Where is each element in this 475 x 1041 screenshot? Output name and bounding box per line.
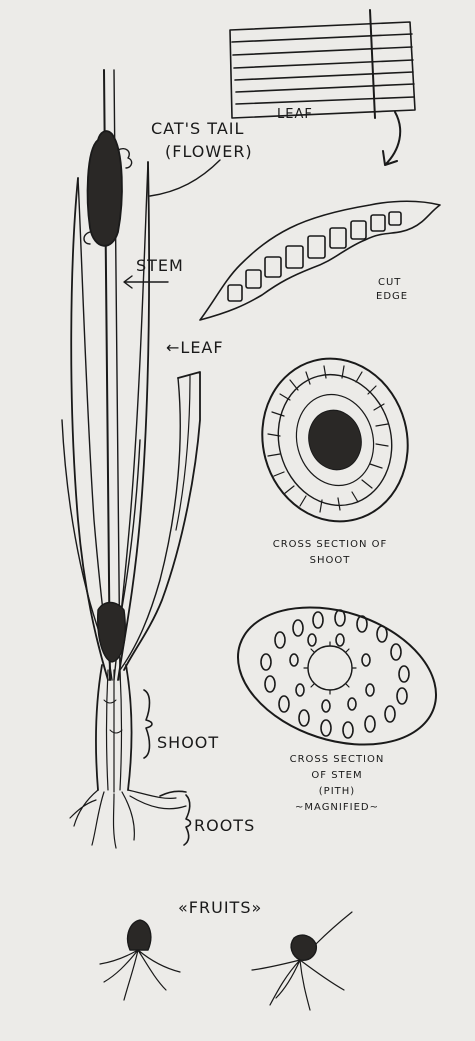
stem-section-caption-line2: OF STEM: [272, 771, 402, 781]
stem-section-caption-line4: ~MAGNIFIED~: [272, 803, 402, 813]
cats-tail-label: CAT'S TAIL: [151, 121, 244, 137]
roots-label: ROOTS: [194, 818, 255, 834]
edge-label: EDGE: [376, 292, 408, 302]
side-leaf-label: ←LEAF: [166, 340, 224, 356]
flower-label: (FLOWER): [165, 144, 253, 160]
stem-label: STEM: [136, 258, 184, 274]
stem-section-caption-line1: CROSS SECTION: [272, 755, 402, 765]
cut-label: CUT: [378, 278, 401, 288]
shoot-section-caption-line1: CROSS SECTION OF: [232, 540, 428, 550]
fruits-label: «FRUITS»: [178, 900, 262, 916]
shoot-section-caption-line2: SHOOT: [232, 556, 428, 566]
shoot-label: SHOOT: [157, 735, 219, 751]
leaf-label: LEAF: [277, 108, 313, 121]
stem-section-caption-line3: (PITH): [272, 787, 402, 797]
